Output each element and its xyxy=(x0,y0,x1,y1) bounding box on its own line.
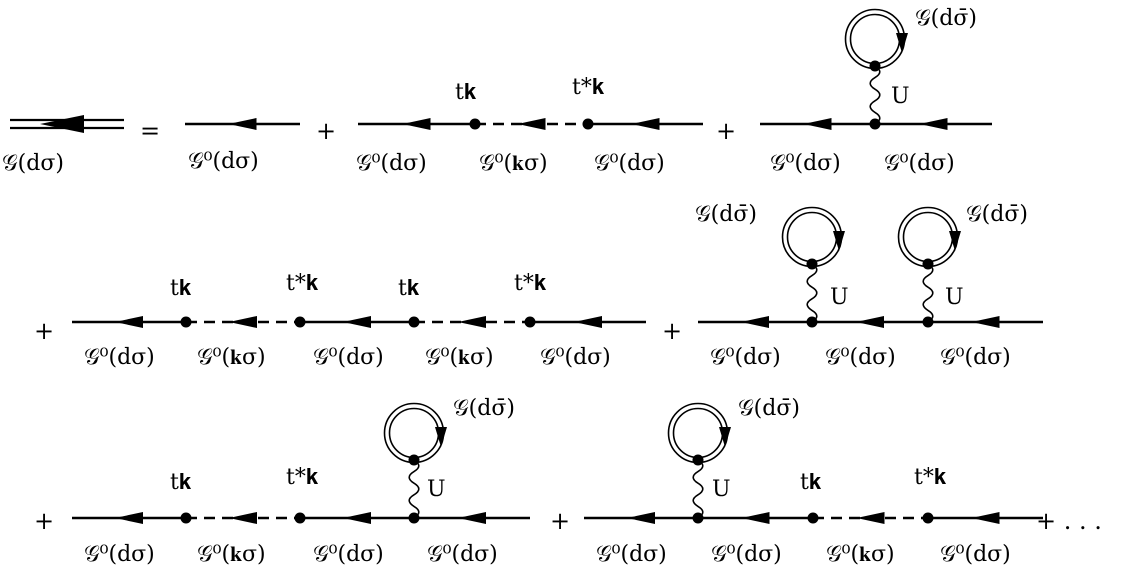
r2-tadpole-a-loop-inner xyxy=(786,211,838,263)
label-bare-k-r1-term2: 𝒢⁰(𝐤σ) xyxy=(479,151,548,176)
label-bare-d-r2-d: 𝒢⁰(dσ) xyxy=(710,345,781,370)
label-bare-d-r1-term1: 𝒢⁰(dσ) xyxy=(188,149,259,174)
r3-tadpole-b-wavy-U xyxy=(692,459,704,519)
r1-h-prop2-arrow xyxy=(631,118,660,130)
label-tk-conj-r2-a: t*𝐤 xyxy=(286,271,319,296)
r1-h-prop1-arrow xyxy=(402,118,431,130)
label-bare-k-r3-b: 𝒢⁰(𝐤σ) xyxy=(826,542,895,567)
label-loop-greens-r3-b: 𝒢(dσ̄) xyxy=(738,396,800,421)
r3-tadpole-a-loop-arrow xyxy=(435,427,447,447)
label-tk-conj-r1: t*𝐤 xyxy=(572,75,605,100)
r3-tadpole-b-loop-inner xyxy=(672,407,724,459)
label-tk-r2-b: t𝐤 xyxy=(398,276,420,301)
label-bare-d-r3-c: 𝒢⁰(dσ) xyxy=(427,542,498,567)
r2-tadpole-a-loop-outer xyxy=(781,206,843,268)
label-U-r2-b: U xyxy=(945,285,964,310)
label-tk-r3-b: t𝐤 xyxy=(800,470,822,495)
r3-b-prop1-arrow xyxy=(627,512,655,524)
label-tk-conj-r2-b: t*𝐤 xyxy=(514,271,547,296)
r1-h-dashprop-arrow xyxy=(517,118,546,130)
label-bare-k-r3-a: 𝒢⁰(𝐤σ) xyxy=(197,542,266,567)
label-bare-d-r1-term3a: 𝒢⁰(dσ) xyxy=(770,151,841,176)
plus-dots-tail: + . . . xyxy=(1036,507,1102,535)
r2-tadpole-b-loop-outer xyxy=(897,206,959,268)
r2-tadpole-a-loop-arrow xyxy=(833,231,845,251)
r3-tadpole-a-wavy-U xyxy=(408,459,420,519)
label-bare-d-r3-d: 𝒢⁰(dσ) xyxy=(596,542,667,567)
label-U-r3-b: U xyxy=(712,477,731,502)
r1-tadpole-wavy-U xyxy=(869,65,881,125)
r2-tadpole-a-wavy-U xyxy=(806,263,818,323)
label-full-greens-lhs: 𝒢(dσ) xyxy=(2,151,64,176)
r3-tadpole-b-loop-arrow xyxy=(719,427,731,447)
equals-sign: = xyxy=(140,117,161,145)
r3-prop3-arrow xyxy=(458,512,486,524)
label-U-r1: U xyxy=(891,84,910,109)
label-loop-greens-r2-b: 𝒢(dσ̄) xyxy=(966,202,1028,227)
label-loop-greens-r1: 𝒢(dσ̄) xyxy=(915,6,977,31)
label-bare-d-r1-term2a: 𝒢⁰(dσ) xyxy=(356,151,427,176)
label-tk-r1: t𝐤 xyxy=(455,80,477,105)
r2-tadpole-b-loop-inner xyxy=(902,211,954,263)
r2-tadpole-b-loop-arrow xyxy=(949,231,961,251)
label-bare-d-r1-term3b: 𝒢⁰(dσ) xyxy=(884,151,955,176)
r1-t-prop1-arrow xyxy=(803,118,832,130)
label-bare-d-r2-f: 𝒢⁰(dσ) xyxy=(940,345,1011,370)
label-bare-d-r3-b: 𝒢⁰(dσ) xyxy=(313,542,384,567)
r3-prop2-arrow xyxy=(343,512,371,524)
full-prop-arrow xyxy=(40,115,84,133)
r3-b-prop3-arrow xyxy=(971,512,1000,524)
label-bare-d-r3-e: 𝒢⁰(dσ) xyxy=(711,542,782,567)
label-bare-d-r2-e: 𝒢⁰(dσ) xyxy=(825,345,896,370)
label-U-r3-a: U xyxy=(427,477,446,502)
label-bare-k-r2-a: 𝒢⁰(𝐤σ) xyxy=(197,345,266,370)
plus-sign-r1-1: + xyxy=(316,117,337,145)
plus-sign-r2-mid: + xyxy=(662,317,683,345)
plus-sign-r2-lead: + xyxy=(34,317,55,345)
r2-tadpole-b-wavy-U xyxy=(922,263,934,323)
label-tk-r3-a: t𝐤 xyxy=(170,470,192,495)
r3-b-dash-arrow xyxy=(856,512,885,524)
label-loop-greens-r2-a: 𝒢(dσ̄) xyxy=(695,202,757,227)
r1-t-prop2-arrow xyxy=(919,118,948,130)
r1-tadpole-loop-outer xyxy=(844,8,906,70)
r3-prop1-arrow xyxy=(115,512,143,524)
r3-tadpole-b-loop-outer xyxy=(667,402,729,464)
r1-tadpole-loop-inner xyxy=(849,13,901,65)
label-bare-d-r3-a: 𝒢⁰(dσ) xyxy=(84,542,155,567)
r3-b-prop2-arrow xyxy=(741,512,770,524)
r2-prop1-arrow xyxy=(115,316,143,328)
r2-t-prop2-arrow xyxy=(856,316,884,328)
plus-sign-r1-2: + xyxy=(716,117,737,145)
label-tk-conj-r3-a: t*𝐤 xyxy=(286,465,319,490)
label-U-r2-a: U xyxy=(830,285,849,310)
label-bare-k-r2-b: 𝒢⁰(𝐤σ) xyxy=(425,345,494,370)
r3-dash1-arrow xyxy=(229,512,257,524)
r1-bare-prop-arrow xyxy=(228,118,257,130)
plus-sign-r3-mid: + xyxy=(550,507,571,535)
label-bare-d-r2-c: 𝒢⁰(dσ) xyxy=(540,345,611,370)
r3-tadpole-a-loop-outer xyxy=(383,402,445,464)
label-bare-d-r2-b: 𝒢⁰(dσ) xyxy=(313,345,384,370)
label-bare-d-r2-a: 𝒢⁰(dσ) xyxy=(84,345,155,370)
label-bare-d-r3-f: 𝒢⁰(dσ) xyxy=(940,542,1011,567)
label-tk-conj-r3-b: t*𝐤 xyxy=(914,465,947,490)
r2-prop2-arrow xyxy=(343,316,371,328)
plus-sign-r3-lead: + xyxy=(34,507,55,535)
r2-prop3-arrow xyxy=(574,316,602,328)
label-tk-r2-a: t𝐤 xyxy=(170,276,192,301)
r2-t-prop3-arrow xyxy=(971,316,1000,328)
r1-tadpole-loop-arrow xyxy=(896,33,908,53)
r2-dash2-arrow xyxy=(458,316,486,328)
label-bare-d-r1-term2b: 𝒢⁰(dσ) xyxy=(594,151,665,176)
r3-tadpole-a-loop-inner xyxy=(388,407,440,459)
label-loop-greens-r3-a: 𝒢(dσ̄) xyxy=(453,396,515,421)
r2-t-prop1-arrow xyxy=(741,316,769,328)
r2-dash1-arrow xyxy=(229,316,257,328)
